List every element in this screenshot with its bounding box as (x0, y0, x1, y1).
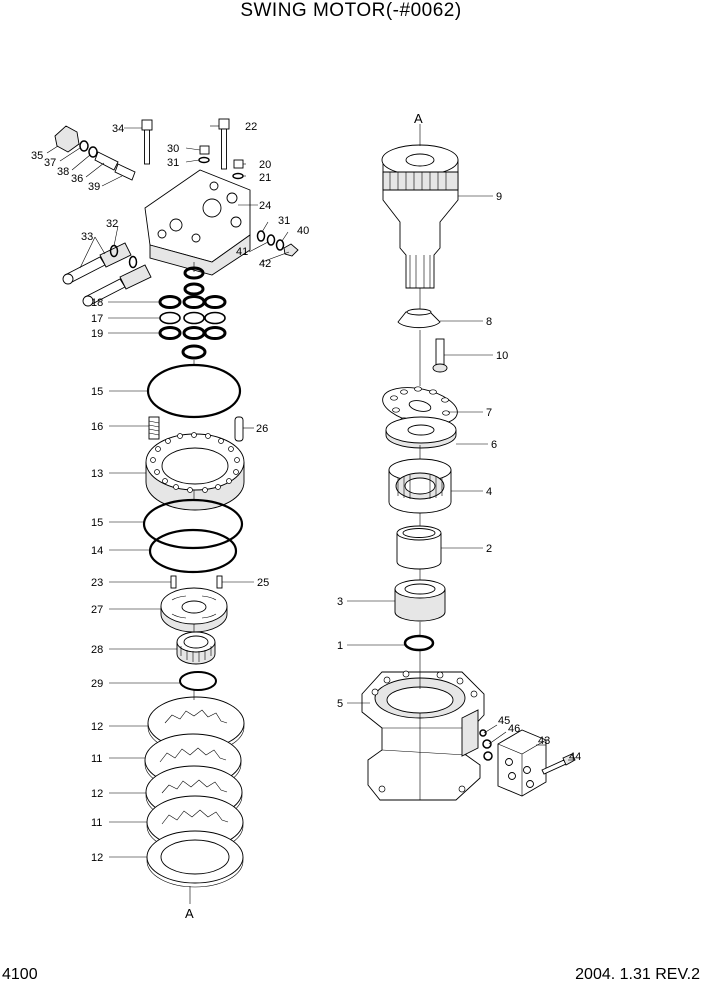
plug-20-part (232, 159, 244, 180)
pin-25-part (216, 575, 223, 589)
callout-11b: 11 (91, 817, 102, 829)
callout-19: 19 (91, 328, 103, 340)
page-number: 4100 (2, 966, 38, 983)
o-ring-15-upper-part (146, 363, 242, 419)
callout-13: 13 (91, 468, 103, 480)
o-ring-46b-part (483, 751, 493, 761)
o-ring-32b-part (128, 255, 138, 269)
callout-14: 14 (91, 545, 103, 557)
callout-24: 24 (259, 200, 271, 212)
callout-27: 27 (91, 604, 103, 616)
housing-5-part (361, 670, 485, 801)
o-ring-45-part (479, 729, 487, 737)
snap-ring-29-part (179, 671, 217, 691)
o-ring-40-part (275, 239, 285, 251)
callout-46: 46 (508, 723, 520, 735)
callout-22: 22 (245, 121, 257, 133)
callout-31a: 31 (167, 157, 179, 169)
piston-10-part (432, 338, 448, 373)
callout-15b: 15 (91, 517, 103, 529)
callout-3: 3 (337, 596, 343, 608)
callout-44: 44 (569, 751, 581, 763)
valve-cover-part (144, 169, 251, 276)
callout-26: 26 (256, 423, 268, 435)
callout-34: 34 (112, 123, 124, 135)
relief-valve-lower-part (82, 264, 152, 307)
callout-9: 9 (496, 191, 502, 203)
brake-piston-13-part (145, 432, 245, 511)
drive-shaft-9-part (381, 144, 459, 289)
callout-5: 5 (337, 698, 343, 710)
section-label-bottom: A (185, 906, 194, 921)
callout-1: 1 (337, 640, 343, 652)
callout-12a: 12 (91, 721, 103, 733)
bearing-race-3-part (394, 579, 446, 622)
snap-ring-1-part (403, 634, 435, 652)
valve-plate-27-part (160, 587, 228, 633)
bushing-2-part (396, 525, 442, 570)
callout-23: 23 (91, 577, 103, 589)
callout-20: 20 (259, 159, 271, 171)
thrust-plate-8-part (397, 308, 441, 329)
callout-25: 25 (257, 577, 269, 589)
callout-7: 7 (486, 407, 492, 419)
relief-plug-part (54, 125, 136, 181)
callout-16: 16 (91, 421, 103, 433)
callout-4: 4 (486, 486, 492, 498)
callout-35: 35 (31, 150, 43, 162)
o-ring-46a-part (482, 739, 492, 749)
callout-36: 36 (71, 173, 83, 185)
o-ring-14-part (148, 528, 238, 574)
callout-17: 17 (91, 313, 103, 325)
relief-valve-upper-part (62, 242, 132, 285)
pin-23-part (170, 575, 177, 589)
plug-30-part (198, 145, 210, 164)
cylinder-block-4-part (388, 458, 452, 514)
callout-11a: 11 (91, 753, 102, 765)
callout-33: 33 (81, 231, 93, 243)
callout-28: 28 (91, 644, 103, 656)
callout-12b: 12 (91, 788, 103, 800)
callout-10: 10 (496, 350, 508, 362)
callout-39: 39 (88, 181, 100, 193)
seal-stack-part (158, 266, 227, 360)
callout-43: 43 (538, 735, 550, 747)
callout-6: 6 (491, 439, 497, 451)
bearing-28-part (176, 631, 216, 665)
shoe-plate-6-part (385, 416, 457, 449)
callout-37: 37 (44, 157, 56, 169)
pin-26-part (234, 416, 244, 442)
callout-29: 29 (91, 678, 103, 690)
friction-plate-12c-part (146, 830, 244, 888)
plug-42-part (283, 243, 299, 257)
callout-41: 41 (236, 246, 248, 258)
callout-42: 42 (259, 258, 271, 270)
bolt-34-part (141, 119, 153, 165)
valve-block-43-part (497, 729, 547, 797)
page-title: SWING MOTOR(-#0062) (240, 0, 462, 21)
callout-40: 40 (297, 225, 309, 237)
o-ring-15-lower-part (142, 498, 244, 550)
callout-12c: 12 (91, 852, 103, 864)
callout-2: 2 (486, 543, 492, 555)
o-ring-41-part (266, 234, 276, 246)
section-label-top: A (414, 111, 423, 126)
callout-31b: 31 (278, 215, 290, 227)
callout-38: 38 (57, 166, 69, 178)
revision-date: 2004. 1.31 REV.2 (575, 966, 700, 983)
callout-32: 32 (106, 218, 118, 230)
callout-45: 45 (498, 715, 510, 727)
spring-16-part (148, 416, 160, 440)
o-ring-31b-part (256, 230, 266, 242)
bolt-22-part (218, 118, 230, 170)
callout-30: 30 (167, 143, 179, 155)
callout-21: 21 (259, 172, 271, 184)
callout-18: 18 (91, 297, 103, 309)
callout-8: 8 (486, 316, 492, 328)
callout-15a: 15 (91, 386, 103, 398)
